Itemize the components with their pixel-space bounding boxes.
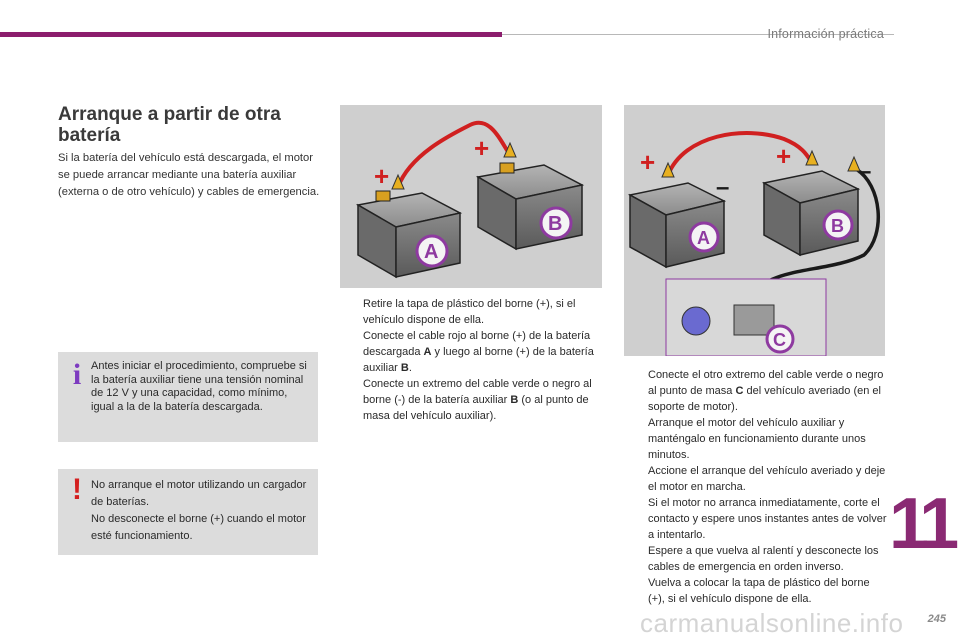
label-a: A [697,228,710,248]
warning-line-1: No arranque el motor utilizando un carga… [91,479,307,508]
battery-diagram-ground-cable: + + – – A B C [624,105,885,356]
minus-sign-b: – [858,158,871,185]
red-cable [666,131,814,176]
warning-line-2: No desconecte el borne (+) cuando el mot… [91,513,306,542]
warning-icon: ! [72,473,82,506]
plus-sign-a: + [640,147,655,177]
list-item: Conecte un extremo del cable verde o neg… [363,378,592,422]
info-icon: i [72,358,82,391]
battery-b-icon [761,170,861,257]
battery-a-icon [355,190,463,279]
label-b: B [548,213,562,235]
plus-sign-b: + [776,141,791,171]
info-note-text: Antes iniciar el procedimiento, comprueb… [91,360,307,413]
list-item: Retire la tapa de plástico del borne (+)… [363,298,576,326]
header-accent-bar [0,32,502,37]
label-b: B [831,216,844,236]
list-item: Accione el arranque del vehículo averiad… [648,465,887,541]
list-item: Conecte el otro extremo del cable verde … [648,369,884,413]
intro-paragraph: Si la batería del vehículo está descarga… [58,152,320,198]
battery-diagram-red-cable: + + A B [340,105,602,288]
list-item: Vuelva a colocar la tapa de plástico del… [648,577,870,605]
plus-sign-b: + [474,133,489,163]
steps-list-2: Conecte el otro extremo del cable verde … [627,367,889,607]
label-c: C [773,330,786,350]
page-number: 245 [927,613,946,625]
battery-b-icon [475,162,585,251]
label-a: A [424,241,438,263]
watermark: carmanualsonline.info [640,608,904,638]
plus-sign-a: + [374,161,389,191]
info-note: i Antes iniciar el procedimiento, compru… [58,352,318,442]
steps-list-1: Retire la tapa de plástico del borne (+)… [342,296,604,424]
section-title: Información práctica [767,27,884,41]
red-cable [396,120,512,188]
warning-note-text: No arranque el motor utilizando un carga… [91,477,307,545]
minus-sign-a: – [716,174,729,201]
list-item: Espere a que vuelva al ralentí y descone… [648,545,879,573]
list-item: Arranque el motor del vehículo auxiliar … [648,417,866,461]
page-title: Arranque a partir de otra batería [58,104,281,146]
battery-a-icon [627,182,727,269]
header-rule [502,34,894,35]
chapter-number: 11 [889,484,959,564]
list-item: Conecte el cable rojo al borne (+) de la… [363,330,594,374]
warning-note: ! No arranque el motor utilizando un car… [58,469,318,555]
